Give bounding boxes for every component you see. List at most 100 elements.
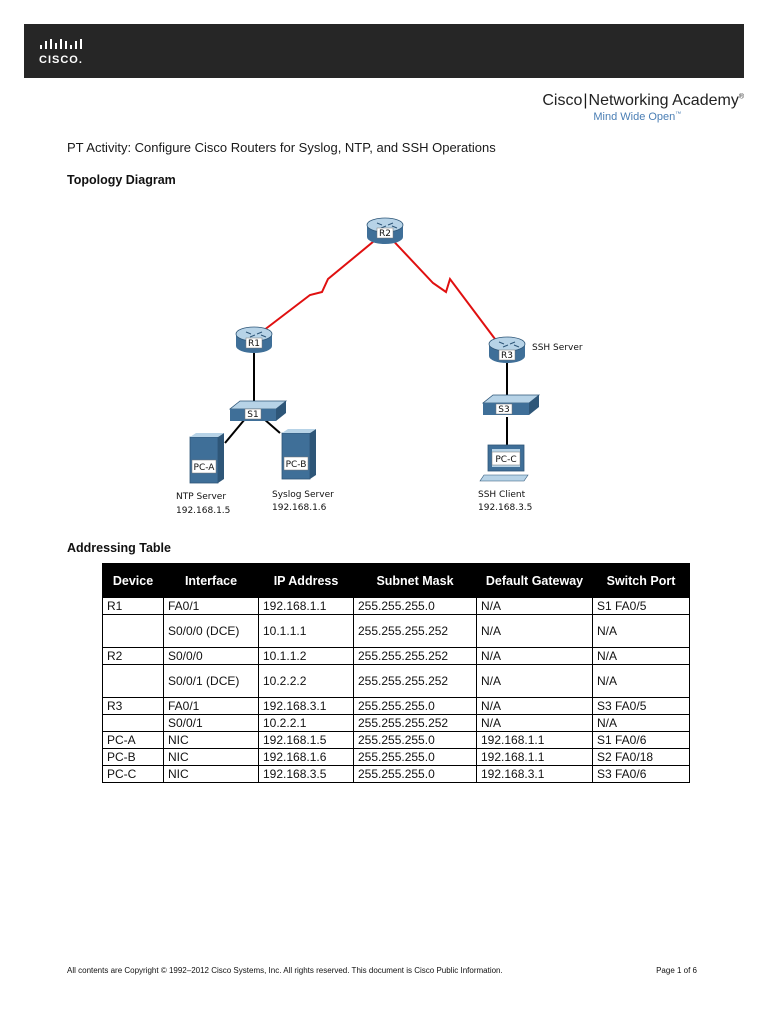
academy-brand: Cisco|Networking Academy® Mind Wide Open… [542,92,744,123]
cell: N/A [476,714,593,732]
col-default-gateway: Default Gateway [476,563,593,598]
cell: R2 [102,647,164,665]
pc-a-server-icon: PC-A [189,433,224,484]
cell: PC-B [102,748,164,766]
topology-diagram: R2 R1 R3 SSH Server S1 S3 PC [176,217,583,516]
table-row: R2 S0/0/0 10.1.1.2 255.255.255.252 N/A N… [102,647,690,665]
cell: N/A [476,664,593,698]
cell: FA0/1 [163,697,259,715]
router-r1-icon: R1 [235,326,273,353]
pc-b-role: Syslog Server [272,490,334,500]
cell: S0/0/0 [163,647,259,665]
serial-link-r1-r2 [254,231,386,338]
svg-text:S1: S1 [247,410,258,420]
page-number: Page 1 of 6 [656,966,697,975]
cell: FA0/1 [163,597,259,615]
cell: S1 FA0/6 [592,731,690,749]
cell: R3 [102,697,164,715]
svg-text:PC-A: PC-A [194,463,216,473]
cell: 192.168.1.1 [258,597,354,615]
col-ip-address: IP Address [258,563,354,598]
link-s1-pcb [263,418,281,434]
link-s1-pca [224,418,246,444]
table-row: S0/0/1 (DCE) 10.2.2.2 255.255.255.252 N/… [102,664,690,698]
router-r2-icon: R2 [366,217,404,244]
table-row: PC-C NIC 192.168.3.5 255.255.255.0 192.1… [102,765,690,783]
cell: 192.168.3.5 [258,765,354,783]
r3-role-label: SSH Server [532,343,583,353]
pc-b-server-icon: PC-B [281,429,316,480]
cell: N/A [592,664,690,698]
cell: 255.255.255.252 [353,714,477,732]
cell: NIC [163,765,259,783]
switch-s3-icon: S3 [481,394,541,415]
pc-c-ip: 192.168.3.5 [478,503,532,513]
cell: 192.168.1.1 [476,731,593,749]
cell: N/A [476,614,593,648]
cell: S1 FA0/5 [592,597,690,615]
cisco-logo-icon [40,39,82,49]
cell: 255.255.255.0 [353,597,477,615]
topology-heading: Topology Diagram [67,173,176,187]
cell [102,714,164,732]
svg-text:R1: R1 [248,339,260,349]
svg-text:R3: R3 [501,351,513,361]
addressing-table: Device Interface IP Address Subnet Mask … [102,563,690,783]
cell: 255.255.255.0 [353,731,477,749]
cell: 255.255.255.0 [353,748,477,766]
svg-text:R2: R2 [379,229,391,239]
cell: 192.168.3.1 [476,765,593,783]
cell: 10.1.1.1 [258,614,354,648]
col-interface: Interface [163,563,259,598]
cell: N/A [476,697,593,715]
switch-s1-icon: S1 [228,400,288,421]
cell: 255.255.255.252 [353,664,477,698]
svg-text:PC-B: PC-B [286,460,307,470]
cell: S2 FA0/18 [592,748,690,766]
cell: NIC [163,748,259,766]
table-row: R1 FA0/1 192.168.1.1 255.255.255.0 N/A S… [102,597,690,615]
document-title: PT Activity: Configure Cisco Routers for… [67,140,496,155]
serial-link-r2-r3 [384,231,499,344]
cell: 192.168.3.1 [258,697,354,715]
table-row: S0/0/0 (DCE) 10.1.1.1 255.255.255.252 N/… [102,614,690,648]
cell: N/A [592,647,690,665]
cell: S0/0/1 [163,714,259,732]
table-header-row: Device Interface IP Address Subnet Mask … [102,563,690,598]
col-device: Device [102,563,164,598]
cell: PC-A [102,731,164,749]
cell: S0/0/0 (DCE) [163,614,259,648]
academy-right: Networking Academy [588,92,739,109]
cell: 255.255.255.252 [353,647,477,665]
table-row: S0/0/1 10.2.2.1 255.255.255.252 N/A N/A [102,714,690,732]
academy-left: Cisco [542,92,583,109]
cell: 255.255.255.0 [353,765,477,783]
pc-b-ip: 192.168.1.6 [272,503,327,513]
addressing-heading: Addressing Table [67,541,171,555]
header-bar: CISCO. [24,24,744,78]
cell: S0/0/1 (DCE) [163,664,259,698]
cell [102,664,164,698]
cell: 192.168.1.6 [258,748,354,766]
cell: S3 FA0/5 [592,697,690,715]
pc-a-ip: 192.168.1.5 [176,506,230,516]
pc-c-workstation-icon: PC-C [479,444,529,482]
pc-a-role: NTP Server [176,492,226,502]
table-row: R3 FA0/1 192.168.3.1 255.255.255.0 N/A S… [102,697,690,715]
cell: R1 [102,597,164,615]
pc-c-role: SSH Client [478,490,526,500]
svg-text:S3: S3 [498,405,509,415]
academy-name: Cisco|Networking Academy® [542,92,744,109]
col-switch-port: Switch Port [592,563,690,598]
copyright-text: All contents are Copyright © 1992–2012 C… [67,966,503,975]
cell: N/A [476,597,593,615]
cell: 192.168.1.1 [476,748,593,766]
cell: 10.2.2.2 [258,664,354,698]
cell: N/A [476,647,593,665]
router-r3-icon: R3 [488,336,526,363]
cell: 10.1.1.2 [258,647,354,665]
col-subnet-mask: Subnet Mask [353,563,477,598]
svg-text:PC-C: PC-C [495,455,516,465]
cell: 10.2.2.1 [258,714,354,732]
cell: 192.168.1.5 [258,731,354,749]
